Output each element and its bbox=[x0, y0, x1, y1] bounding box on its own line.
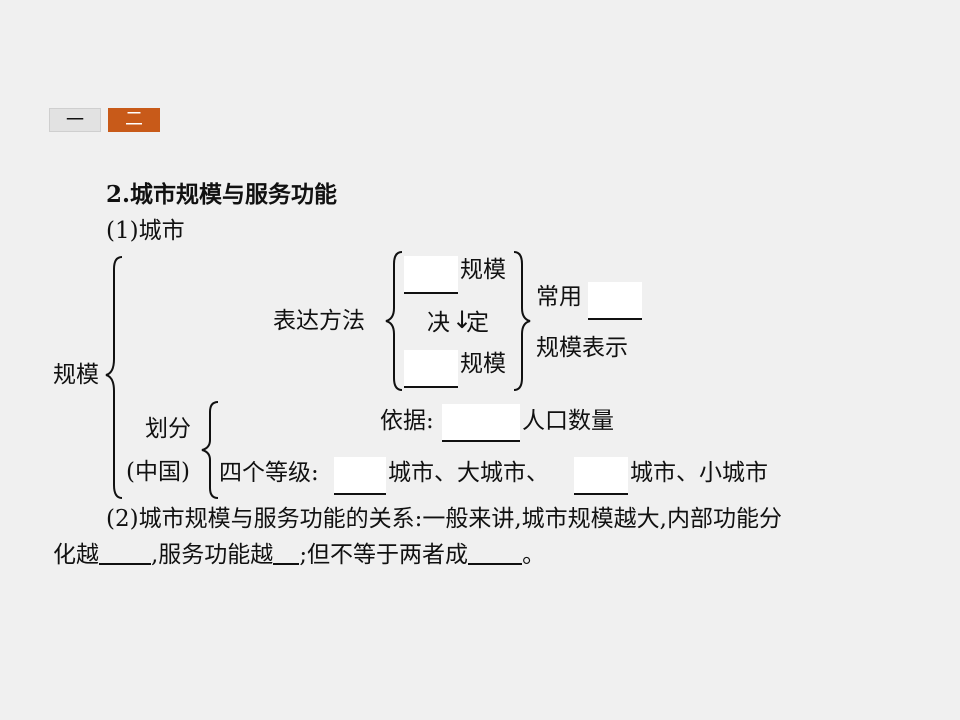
blank-bottom-underline bbox=[404, 386, 458, 388]
population-text: 人口数量 bbox=[522, 408, 614, 434]
blank-level-3-underline bbox=[574, 493, 628, 495]
expression-method-label: 表达方法 bbox=[273, 308, 365, 334]
blank-level-1[interactable] bbox=[334, 457, 386, 493]
down-arrow-icon: ↓ bbox=[452, 306, 473, 334]
blank-top-scale[interactable] bbox=[404, 256, 458, 292]
blank-commonly-used[interactable] bbox=[588, 282, 642, 318]
top-scale-text: 规模 bbox=[460, 257, 506, 283]
levels-end-text: 城市、小城市 bbox=[630, 460, 768, 486]
blank-level-1-underline bbox=[334, 493, 386, 495]
levels-mid-text: 城市、大城市、 bbox=[388, 460, 549, 486]
determine-char-2: 定 bbox=[466, 310, 489, 336]
section-heading: 2.城市规模与服务功能 bbox=[106, 181, 338, 208]
subheading-city: (1)城市 bbox=[106, 218, 185, 244]
blank-rel-3[interactable] bbox=[468, 541, 523, 565]
scale-label: 规模 bbox=[53, 362, 99, 388]
rel-text-b: ,服务功能越 bbox=[151, 542, 274, 568]
expression-right-brace bbox=[513, 251, 531, 391]
commonly-used-text: 常用 bbox=[536, 284, 582, 310]
blank-basis-underline bbox=[442, 440, 520, 442]
bottom-scale-text: 规模 bbox=[460, 351, 506, 377]
determine-char-1: 决 bbox=[427, 310, 450, 336]
china-label: (中国) bbox=[126, 459, 190, 485]
scale-representation-text: 规模表示 bbox=[536, 335, 628, 361]
levels-prefix: 四个等级: bbox=[219, 460, 319, 486]
division-brace bbox=[201, 401, 219, 499]
basis-prefix: 依据: bbox=[380, 408, 434, 434]
rel-text-c: ;但不等于两者成 bbox=[299, 542, 469, 568]
division-label: 划分 bbox=[145, 416, 191, 442]
blank-bottom-scale[interactable] bbox=[404, 350, 458, 386]
tab-one[interactable]: 一 bbox=[49, 108, 101, 132]
blank-top-underline bbox=[404, 292, 458, 294]
expression-left-brace bbox=[385, 251, 403, 391]
big-left-brace bbox=[105, 256, 123, 499]
relationship-line-1: (2)城市规模与服务功能的关系:一般来讲,城市规模越大,内部功能分 bbox=[106, 506, 782, 532]
tab-two[interactable]: 二 bbox=[108, 108, 160, 132]
blank-level-3[interactable] bbox=[574, 457, 628, 493]
blank-rel-2[interactable] bbox=[273, 541, 300, 565]
blank-basis[interactable] bbox=[442, 404, 520, 440]
blank-commonly-used-underline bbox=[588, 318, 642, 320]
relationship-line-2: 化越 ,服务功能越 ;但不等于两者成 。 bbox=[53, 540, 545, 570]
blank-rel-1[interactable] bbox=[99, 541, 151, 565]
rel-text-a: 化越 bbox=[53, 542, 99, 568]
rel-text-d: 。 bbox=[522, 542, 546, 568]
